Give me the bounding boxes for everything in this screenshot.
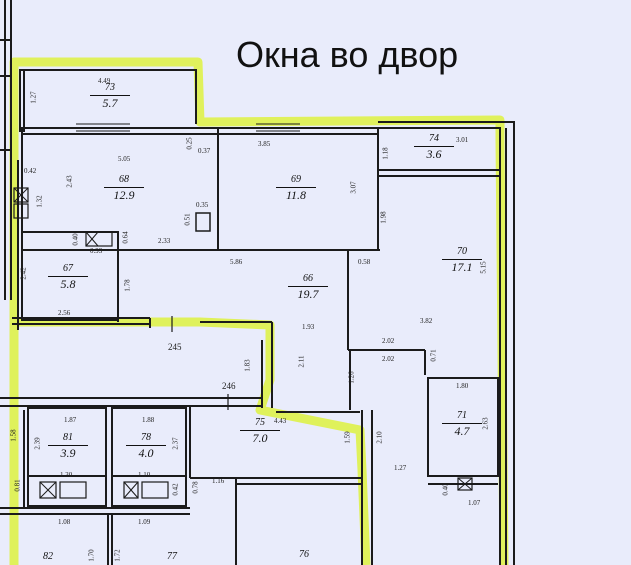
dim-label: 1.83 bbox=[243, 359, 252, 372]
dim-label: 2.56 bbox=[58, 309, 71, 317]
dim-label: 1.59 bbox=[343, 431, 352, 444]
room-78-area: 4.0 bbox=[126, 445, 166, 459]
room-75-number: 75 bbox=[255, 417, 265, 428]
dim-label: 3.82 bbox=[420, 317, 433, 325]
dim-label: 1.98 bbox=[379, 211, 388, 224]
dim-label: 0.40 bbox=[441, 483, 450, 496]
dim-label: 1.27 bbox=[29, 91, 38, 104]
dim-label: 2.37 bbox=[171, 437, 180, 450]
dim-label: 2.42 bbox=[19, 267, 28, 280]
dim-label: 3.85 bbox=[258, 140, 271, 148]
dim-label: 1.10 bbox=[138, 471, 151, 479]
dim-label: 4.49 bbox=[98, 77, 111, 85]
dim-label: 2.10 bbox=[375, 431, 384, 444]
dim-label: 0.37 bbox=[198, 147, 211, 155]
walls bbox=[0, 0, 515, 565]
vent-marks bbox=[13, 187, 473, 499]
dim-label: 245 bbox=[168, 342, 182, 352]
dim-label: 4.43 bbox=[274, 417, 287, 425]
dim-label: 1.32 bbox=[35, 195, 44, 208]
dim-label: 1.09 bbox=[138, 518, 151, 526]
dim-label: 0.64 bbox=[121, 231, 130, 244]
dim-label: 0.25 bbox=[185, 137, 194, 150]
dim-label: 2.63 bbox=[481, 417, 490, 430]
dim-label: 1.87 bbox=[64, 416, 77, 424]
dim-label: 1.18 bbox=[381, 147, 390, 160]
dim-label: 0.51 bbox=[183, 213, 192, 226]
dim-label: 2.33 bbox=[158, 237, 171, 245]
room-66-number: 66 bbox=[303, 273, 313, 284]
room-81-area: 3.9 bbox=[48, 445, 88, 459]
room-73-number: 73 bbox=[105, 82, 115, 93]
dim-label: 0.42 bbox=[24, 167, 37, 175]
room-66-area: 19.7 bbox=[288, 286, 328, 300]
room-70-number: 70 bbox=[457, 246, 467, 257]
dim-label: 1.16 bbox=[212, 477, 225, 485]
room-68-area: 12.9 bbox=[104, 187, 144, 201]
dim-label: 1.93 bbox=[302, 323, 315, 331]
room-75-area: 7.0 bbox=[240, 430, 280, 444]
dim-label: 0.35 bbox=[196, 201, 209, 209]
dim-label: 2.02 bbox=[382, 355, 395, 363]
dim-label: 1.07 bbox=[468, 499, 481, 507]
dim-label: 2.11 bbox=[297, 355, 306, 368]
dim-label: 246 bbox=[222, 381, 236, 391]
dim-label: 0.78 bbox=[191, 481, 200, 494]
dim-label: 5.15 bbox=[479, 261, 488, 274]
room-69-number: 69 bbox=[291, 174, 301, 185]
room-82-number: 82 bbox=[43, 551, 53, 562]
dim-label: 0.58 bbox=[358, 258, 371, 266]
dim-label: 5.86 bbox=[230, 258, 243, 266]
room-74-area: 3.6 bbox=[414, 146, 454, 160]
dim-label: 1.58 bbox=[9, 429, 18, 442]
dim-label: 0.93 bbox=[90, 247, 103, 255]
dim-label: 1.80 bbox=[456, 382, 469, 390]
dim-label: 0.42 bbox=[171, 483, 180, 496]
room-68-number: 68 bbox=[119, 174, 129, 185]
dim-label: 1.78 bbox=[123, 279, 132, 292]
room-69-area: 11.8 bbox=[276, 187, 316, 201]
dim-label: 1.72 bbox=[113, 549, 122, 562]
dim-label: 1.27 bbox=[394, 464, 407, 472]
dim-label: 0.40 bbox=[71, 233, 80, 246]
room-70-area: 17.1 bbox=[442, 259, 482, 273]
dim-label: 1.26 bbox=[347, 371, 356, 384]
dim-label: 5.05 bbox=[118, 155, 131, 163]
dim-label: 1.88 bbox=[142, 416, 155, 424]
room-73-area: 5.7 bbox=[90, 95, 130, 109]
dim-label: 2.02 bbox=[382, 337, 395, 345]
room-74-number: 74 bbox=[429, 133, 439, 144]
dim-label: 0.81 bbox=[13, 479, 22, 492]
dim-label: 3.01 bbox=[456, 136, 469, 144]
dim-label: 0.71 bbox=[429, 349, 438, 362]
dim-label: 1.08 bbox=[58, 518, 71, 526]
dim-label: 1.70 bbox=[87, 549, 96, 562]
dim-label: 3.07 bbox=[349, 181, 358, 194]
room-77-number: 77 bbox=[167, 551, 177, 562]
dim-label: 2.39 bbox=[33, 437, 42, 450]
dim-label: 1.30 bbox=[60, 471, 73, 479]
caption-text: Окна во двор bbox=[236, 34, 459, 75]
room-78-number: 78 bbox=[141, 432, 151, 443]
dim-label: 2.43 bbox=[65, 175, 74, 188]
room-71-area: 4.7 bbox=[442, 423, 482, 437]
room-67-number: 67 bbox=[63, 263, 73, 274]
room-76-number: 76 bbox=[299, 549, 309, 560]
room-71-number: 71 bbox=[457, 410, 467, 421]
room-67-area: 5.8 bbox=[48, 276, 88, 290]
room-81-number: 81 bbox=[63, 432, 73, 443]
